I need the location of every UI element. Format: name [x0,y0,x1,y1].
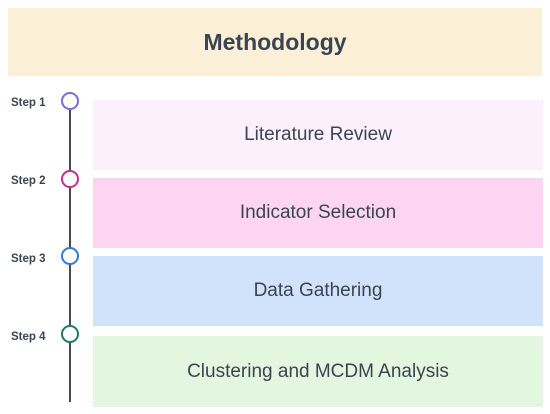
step-4-label: Step 4 [11,331,46,343]
step-3-title: Data Gathering [253,280,383,301]
step-2-title: Indicator Selection [239,202,397,223]
step-1-marker-icon [61,92,79,110]
page-title: Methodology [203,28,347,55]
step-4-title: Clustering and MCDM Analysis [187,360,449,382]
step-3-label: Step 3 [11,253,46,265]
step-3-box: Data Gathering [93,256,543,326]
step-4-box: Clustering and MCDM Analysis [93,336,543,407]
step-4-marker-icon [61,325,79,343]
step-1-title: Literature Review [244,124,392,145]
step-3-marker-icon [61,247,79,265]
step-1-box: Literature Review [93,100,543,170]
step-2-label: Step 2 [11,175,46,187]
step-2-box: Indicator Selection [93,178,543,248]
methodology-header: Methodology [8,8,542,76]
step-2-marker-icon [61,170,79,188]
step-1-label: Step 1 [11,97,46,109]
